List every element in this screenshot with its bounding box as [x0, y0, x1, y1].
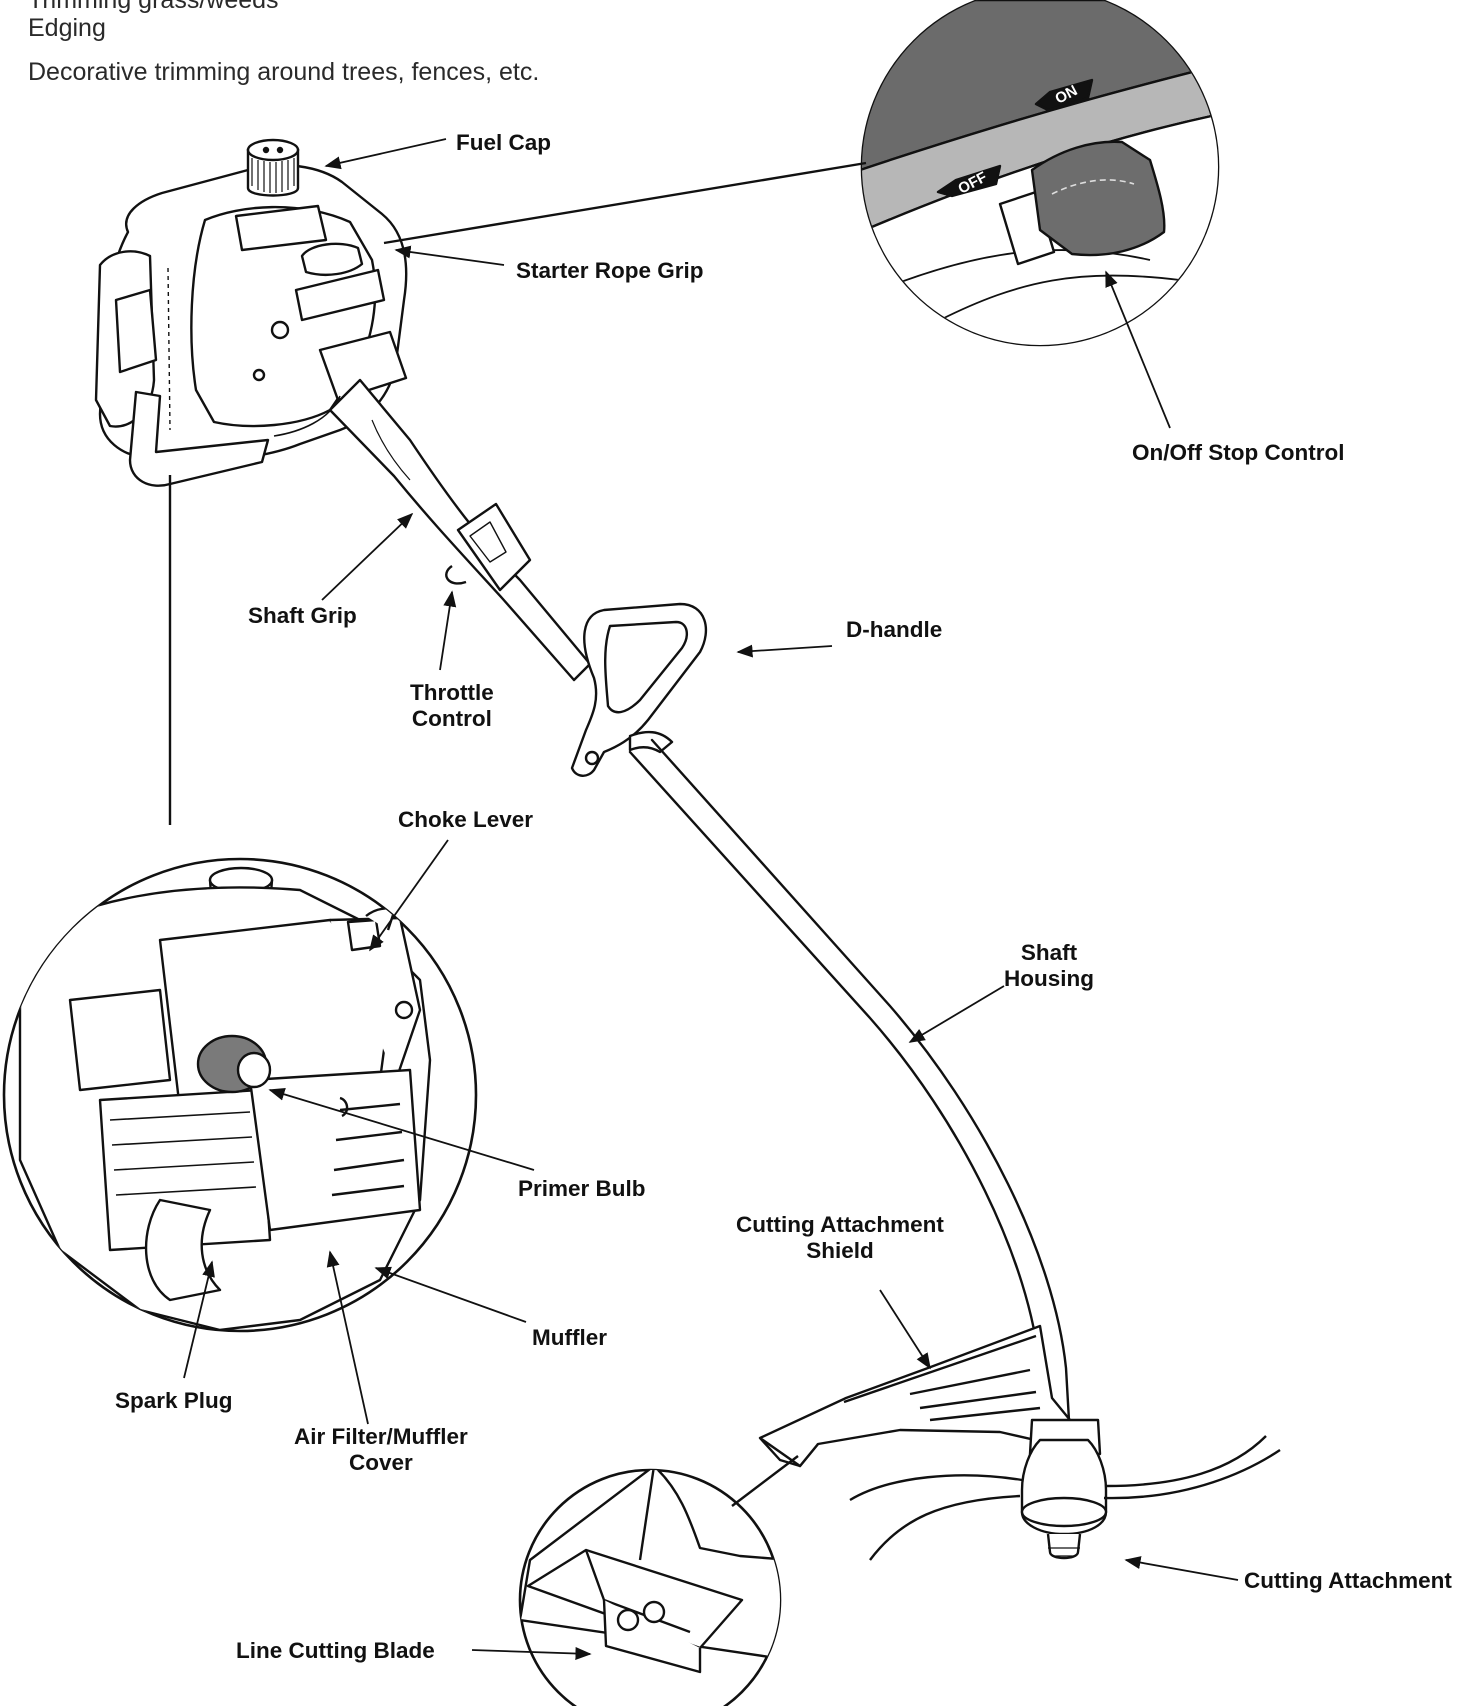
leader-shaft-grip	[321, 512, 414, 601]
leader-on-off-stop-control	[1105, 270, 1171, 429]
cutting-attachment-shield	[758, 1324, 1072, 1468]
label-line-cutting-blade: Line Cutting Blade	[236, 1638, 435, 1663]
label-cutting-attachment-shield-line1: Cutting Attachment	[736, 1212, 944, 1237]
label-air-filter-muffler-cover: Air Filter/Muffler Cover	[294, 1424, 468, 1476]
leader-fuel-cap	[324, 138, 447, 170]
leader-cutting-attachment-shield	[879, 1289, 931, 1370]
leader-throttle-control	[439, 590, 457, 671]
blade-zoom-circle	[518, 1455, 799, 1706]
shaft-housing	[628, 738, 1072, 1440]
d-handle	[570, 602, 708, 777]
leader-d-handle	[736, 644, 833, 658]
label-cutting-attachment-shield-line2: Shield	[806, 1238, 874, 1263]
label-shaft-housing-line1: Shaft	[1020, 940, 1078, 965]
label-spark-plug: Spark Plug	[115, 1388, 233, 1413]
label-air-filter-muffler-cover-line1: Air Filter/Muffler	[294, 1424, 468, 1449]
label-starter-rope-grip: Starter Rope Grip	[516, 258, 704, 283]
leader-muffler	[374, 1266, 527, 1323]
trimmer-head	[849, 1418, 1281, 1561]
label-throttle-control: Throttle Control	[410, 680, 494, 732]
label-choke-lever: Choke Lever	[398, 807, 534, 832]
leader-primer-bulb	[268, 1088, 535, 1171]
leader-starter-rope-grip	[394, 245, 505, 266]
label-shaft-housing: Shaft Housing	[1004, 940, 1094, 992]
label-throttle-control-line1: Throttle	[410, 680, 494, 705]
leader-air-filter-muffler-cover	[326, 1250, 369, 1425]
intro-line-edging: Edging	[28, 14, 106, 42]
label-d-handle: D-handle	[846, 617, 943, 642]
leader-line-cutting-blade	[471, 1647, 592, 1660]
switch-zoom-circle: OFF ON	[860, 0, 1220, 347]
label-shaft-housing-line2: Housing	[1004, 966, 1094, 991]
label-on-off-stop-control: On/Off Stop Control	[1132, 440, 1345, 465]
label-primer-bulb: Primer Bulb	[518, 1176, 646, 1201]
leader-shaft-housing	[908, 985, 1005, 1043]
callout-leaders	[183, 138, 1239, 1660]
fuel-cap	[246, 138, 300, 197]
leader-choke-lever	[369, 839, 449, 952]
label-cutting-attachment-shield: Cutting Attachment Shield	[736, 1212, 944, 1264]
label-muffler: Muffler	[532, 1325, 607, 1350]
engine-zoom-circle	[2, 475, 478, 1333]
label-air-filter-muffler-cover-line2: Cover	[348, 1450, 413, 1475]
label-fuel-cap: Fuel Cap	[456, 130, 552, 155]
shaft-upper	[328, 378, 592, 682]
leader-spark-plug	[183, 1260, 215, 1379]
blade-zoom-connector-line	[731, 1455, 799, 1507]
leader-cutting-attachment	[1124, 1556, 1239, 1581]
switch-zoom-connector-line	[383, 161, 867, 245]
intro-line-decorative: Decorative trimming around trees, fences…	[28, 58, 540, 86]
label-cutting-attachment: Cutting Attachment	[1244, 1568, 1452, 1593]
label-shaft-grip: Shaft Grip	[248, 603, 357, 628]
label-throttle-control-line2: Control	[411, 706, 492, 731]
primer-bulb	[196, 1034, 272, 1094]
intro-partial-line: Trimming grass/weeds	[28, 0, 279, 14]
